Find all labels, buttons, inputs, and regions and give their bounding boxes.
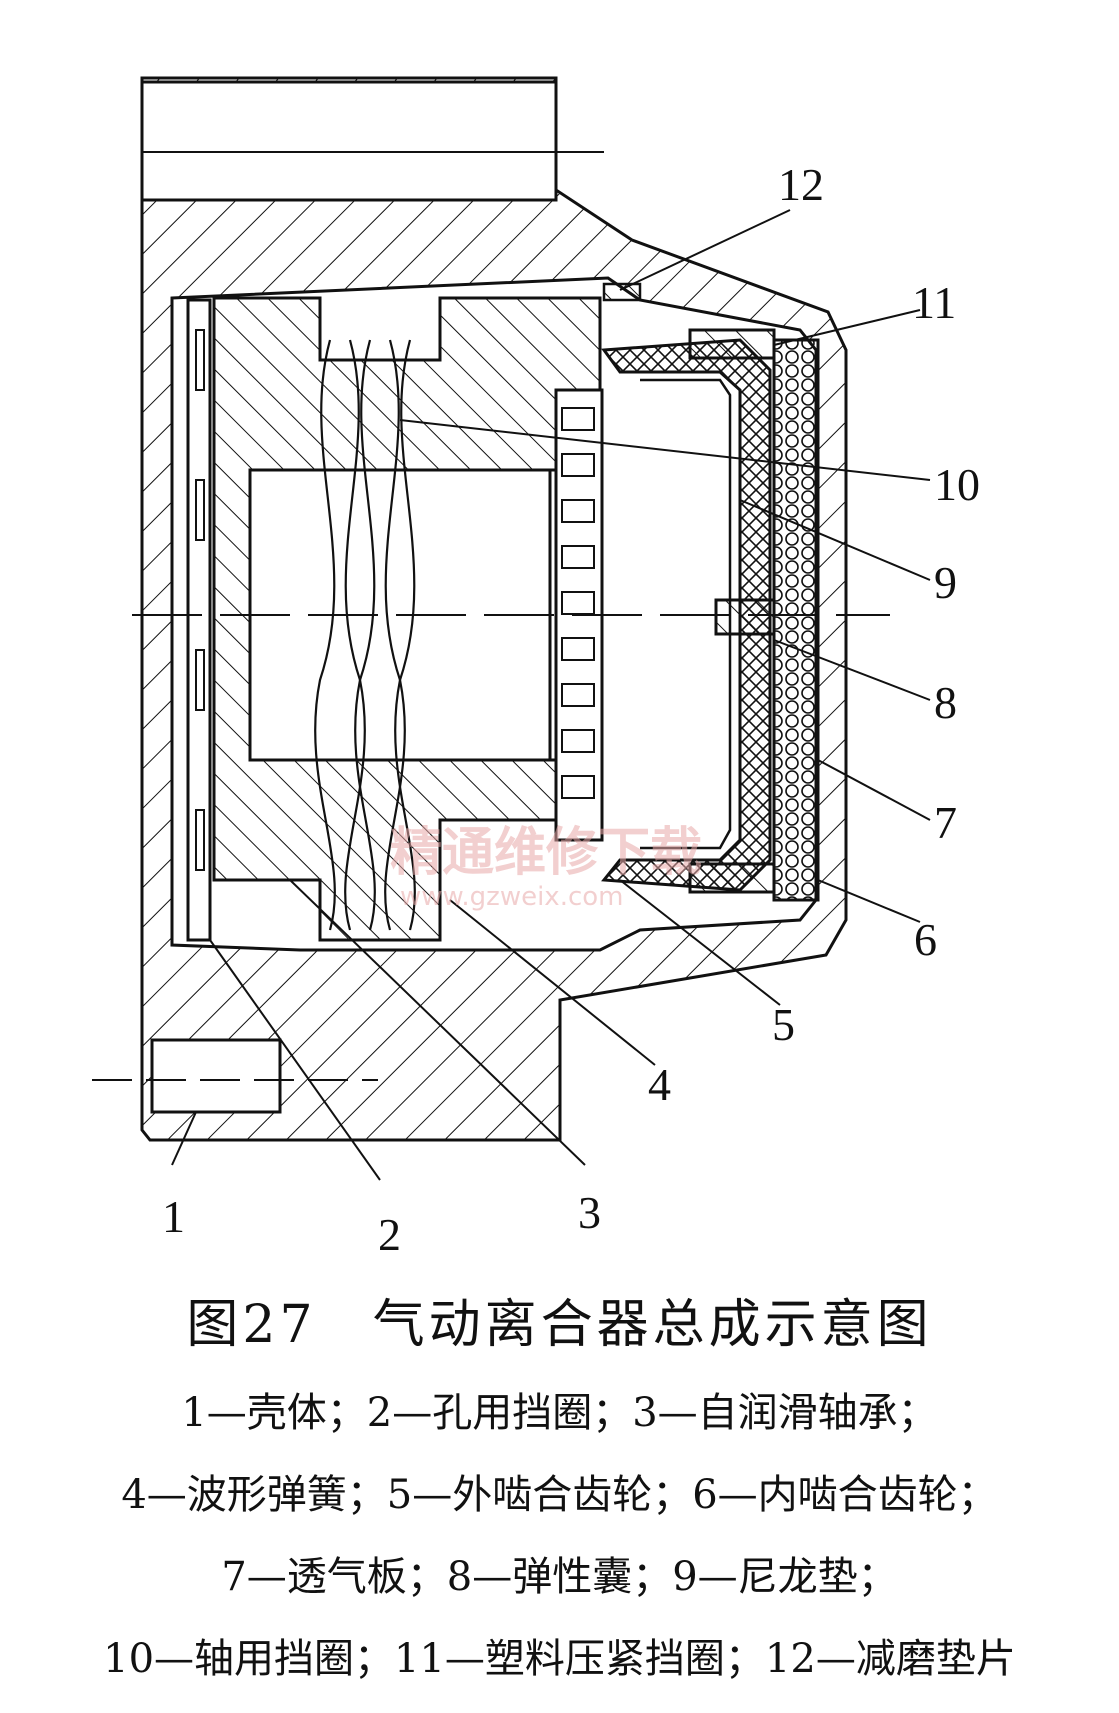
label-9: 9 xyxy=(934,557,957,608)
watermark-url: www.gzweix.com xyxy=(400,882,624,912)
hole-retaining-ring xyxy=(186,298,212,942)
clutch-assembly-diagram: 1 2 3 4 5 6 7 8 9 10 11 12 精通维修下载 www.gz… xyxy=(92,76,980,1260)
label-1: 1 xyxy=(162,1191,185,1242)
plastic-compression-ring xyxy=(688,328,776,894)
external-gear xyxy=(554,388,604,842)
leader-lines xyxy=(171,209,931,1181)
breather-plate xyxy=(772,338,820,902)
figure-caption: 图27 气动离合器总成示意图 xyxy=(186,1295,933,1355)
wear-reducing-shim xyxy=(602,282,642,302)
legend-line-3: 7—透气板；8—弹性囊；9—尼龙垫； xyxy=(221,1554,898,1600)
label-5: 5 xyxy=(772,999,795,1050)
self-lubricating-bearing xyxy=(212,296,602,942)
legend-line-1: 1—壳体；2—孔用挡圈；3—自润滑轴承； xyxy=(181,1390,938,1436)
label-8: 8 xyxy=(934,677,957,728)
watermark-text: 精通维修下载 xyxy=(390,823,702,883)
wave-spring xyxy=(314,339,416,931)
label-3: 3 xyxy=(578,1187,601,1238)
label-4: 4 xyxy=(648,1059,671,1110)
label-11: 11 xyxy=(912,277,956,328)
label-12: 12 xyxy=(778,159,824,210)
label-7: 7 xyxy=(934,797,957,848)
label-10: 10 xyxy=(934,459,980,510)
legend-line-4: 10—轴用挡圈；11—塑料压紧挡圈；12—减磨垫片 xyxy=(103,1636,1016,1682)
part-number-labels: 1 2 3 4 5 6 7 8 9 10 11 12 xyxy=(162,159,980,1260)
elastic-bladder xyxy=(714,598,776,636)
label-2: 2 xyxy=(378,1209,401,1260)
label-6: 6 xyxy=(914,914,937,965)
watermark: 精通维修下载 www.gzweix.com xyxy=(390,823,702,912)
legend-line-2: 4—波形弹簧；5—外啮合齿轮；6—内啮合齿轮； xyxy=(121,1472,998,1518)
